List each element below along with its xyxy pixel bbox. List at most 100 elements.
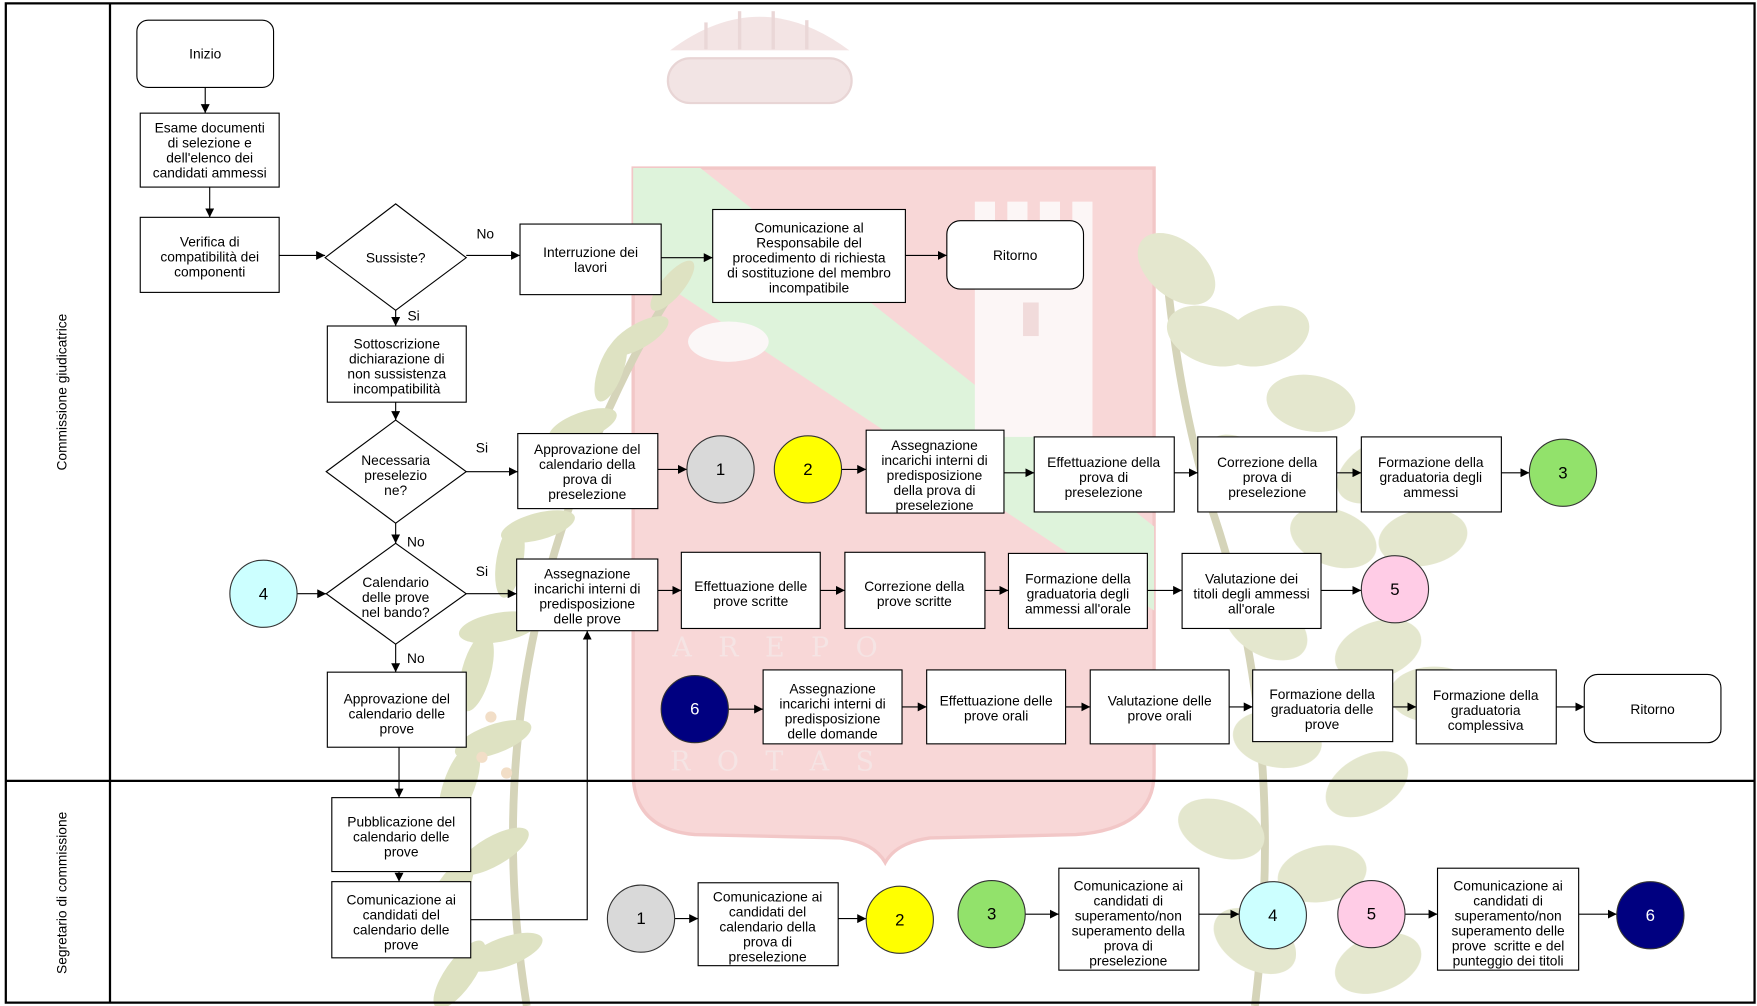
assegnazione-prove-text-line: incarichi interni di — [534, 581, 640, 596]
formazione-prove-text-line: prove — [1305, 717, 1340, 732]
approvazione-prove-text-line: calendario delle — [349, 706, 446, 721]
process-box — [331, 881, 472, 959]
approvazione-preselezione-text-line: Approvazione del — [534, 442, 640, 457]
ritorno-text: Ritorno — [993, 248, 1038, 263]
decision-diamond — [325, 419, 468, 524]
effettuazione-preselezione-text-line: prova di — [1079, 470, 1128, 485]
sottoscrizione-text-line: non sussistenza — [347, 367, 446, 382]
formazione-orale-text-line: Formazione della — [1025, 572, 1131, 587]
esame-documenti-text-line: dell'elenco dei — [166, 150, 253, 165]
formazione-complessiva-text-line: graduatoria — [1451, 703, 1521, 718]
assegnazione-domande-text-line: delle domande — [787, 727, 878, 742]
edge-label-no: No — [407, 651, 425, 666]
process-box — [326, 671, 467, 748]
verifica-text-line: componenti — [174, 264, 245, 279]
correzione-preselezione-text-line: prova di — [1243, 470, 1292, 485]
formazione-ammessi-text-line: Formazione della — [1378, 455, 1484, 470]
decision-sussiste: Sussiste? — [324, 203, 468, 312]
node-ritorno-1: Ritorno — [946, 220, 1085, 290]
interruzione-text-line: Interruzione dei — [543, 245, 638, 260]
effettuazione-orali-text-line: prove orali — [964, 708, 1028, 723]
diagram-border — [4, 2, 1756, 1004]
effettuazione-scritte-text-line: Effettuazione delle — [694, 579, 807, 594]
formazione-ammessi-text-line: ammessi — [1403, 485, 1458, 500]
node-inizio: Inizio — [136, 19, 275, 88]
crown-dome — [670, 16, 850, 51]
connector-6-top: 6 — [660, 674, 729, 744]
effettuazione-preselezione-text-line: Effettuazione della — [1047, 455, 1160, 470]
process-box — [1089, 669, 1230, 745]
connector-1-top: 1 — [686, 435, 755, 504]
esame-documenti-text-line: di selezione e — [168, 135, 253, 150]
pubblicazione-text-line: calendario delle — [353, 830, 450, 845]
comunicazione-calendario-prove-text-line: calendario delle — [353, 922, 450, 937]
sussiste-text: Sussiste? — [366, 250, 426, 265]
formazione-orale-text-line: ammessi all'orale — [1025, 602, 1131, 617]
necessaria-preselezione-text-line: preselezio — [364, 468, 427, 483]
comunicazione-calendario-preselezione-text-line: prova di — [743, 934, 792, 949]
inizio-text: Inizio — [189, 47, 221, 62]
formazione-prove-text-line: graduatoria delle — [1271, 702, 1374, 717]
process-box — [926, 669, 1067, 745]
comunicazione-esito-scritte-text-line: Comunicazione ai — [1453, 878, 1562, 893]
formazione-complessiva-text-line: Formazione della — [1433, 688, 1539, 703]
approvazione-preselezione-text-line: prova di — [563, 472, 612, 487]
swimlane-frame: Commissione giudicatrice Segretario di c… — [4, 2, 1756, 1004]
connector-circle — [1616, 881, 1685, 950]
valutazione-orali-text-line: prove orali — [1128, 708, 1192, 723]
connector-number: 4 — [259, 584, 268, 603]
process-box — [712, 208, 906, 304]
process-box — [844, 551, 986, 630]
watermark-motto-line: R O T A S — [670, 747, 883, 778]
process-box — [517, 432, 659, 510]
assegnazione-preselezione-text-line: Assegnazione — [891, 438, 978, 453]
connector-number: 3 — [1558, 463, 1567, 482]
process-box — [139, 112, 280, 188]
crown-band — [666, 57, 853, 105]
necessaria-preselezione-text-line: ne? — [384, 483, 407, 498]
comunicazione-esito-preselezione-text-line: superamento/non — [1075, 908, 1182, 923]
connector-circle — [229, 559, 298, 628]
connector-number: 4 — [1268, 906, 1277, 925]
edge-label-no: No — [407, 535, 425, 550]
approvazione-prove-text-line: prove — [380, 721, 415, 736]
correzione-scritte-text-line: prove scritte — [877, 594, 952, 609]
connector-3-top: 3 — [1528, 438, 1598, 507]
sottoscrizione-text-line: Sottoscrizione — [354, 337, 441, 352]
valutazione-orali-text-line: Valutazione delle — [1108, 693, 1212, 708]
connector-number: 5 — [1390, 580, 1399, 599]
connector-circle — [773, 435, 843, 504]
connector-4-top: 4 — [229, 559, 298, 628]
correzione-preselezione-text-line: Correzione della — [1217, 455, 1318, 470]
process-box — [1033, 436, 1175, 513]
assegnazione-preselezione-text-line: incarichi interni di — [881, 453, 987, 468]
comunicazione-calendario-preselezione-text-line: Comunicazione ai — [713, 889, 822, 904]
